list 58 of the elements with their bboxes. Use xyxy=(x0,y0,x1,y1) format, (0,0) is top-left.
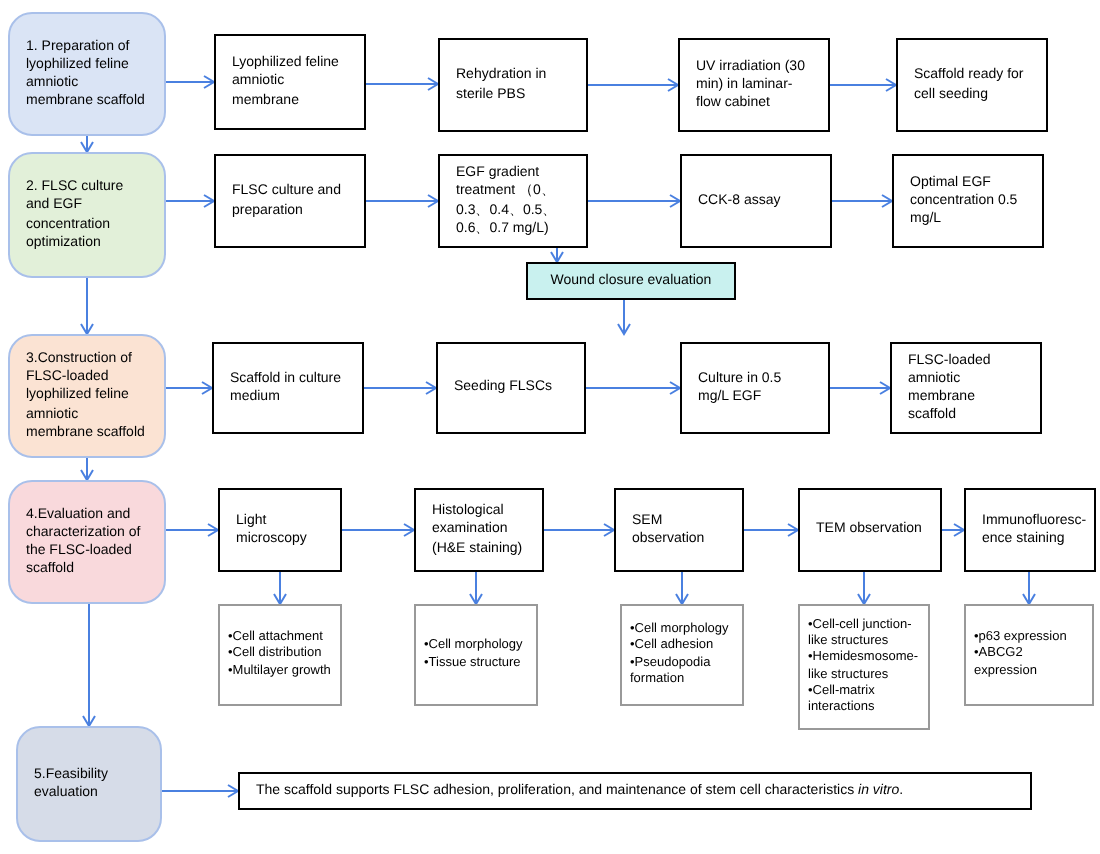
process-box xyxy=(680,154,832,248)
process-box xyxy=(438,38,588,132)
process-box xyxy=(436,342,586,434)
arrow xyxy=(857,571,871,605)
highlight-box xyxy=(526,262,736,300)
process-box xyxy=(438,154,588,248)
arrow xyxy=(585,381,681,395)
arrow xyxy=(550,247,564,263)
process-box xyxy=(414,488,544,572)
arrow xyxy=(543,523,615,537)
stage-box xyxy=(8,480,166,604)
process-box xyxy=(680,342,830,434)
arrow xyxy=(165,523,219,537)
process-box xyxy=(218,488,342,572)
process-box xyxy=(678,38,830,132)
stage-box xyxy=(8,152,166,278)
process-box xyxy=(614,488,744,572)
arrow xyxy=(165,194,215,208)
arrow xyxy=(82,603,96,727)
process-box xyxy=(890,342,1042,434)
process-box xyxy=(892,154,1044,248)
result-list-box xyxy=(620,604,744,706)
stage-box xyxy=(8,334,166,458)
process-box xyxy=(964,488,1096,572)
arrow xyxy=(1022,571,1036,605)
arrow xyxy=(829,78,897,92)
arrow xyxy=(365,194,439,208)
process-box xyxy=(238,772,1032,810)
arrow xyxy=(829,381,891,395)
arrow xyxy=(165,75,215,89)
result-list-box xyxy=(218,604,342,706)
arrow xyxy=(675,571,689,605)
arrow xyxy=(469,571,483,605)
process-box xyxy=(896,38,1048,132)
arrow xyxy=(363,381,437,395)
arrow xyxy=(617,299,631,335)
arrow xyxy=(587,78,679,92)
arrow xyxy=(365,77,439,91)
result-list-box xyxy=(414,604,538,706)
process-box xyxy=(212,342,364,434)
arrow xyxy=(80,457,94,481)
arrow xyxy=(831,194,893,208)
arrow xyxy=(165,381,213,395)
arrow xyxy=(341,523,415,537)
arrow xyxy=(941,523,965,537)
arrow xyxy=(273,571,287,605)
process-box xyxy=(214,34,366,130)
process-box xyxy=(214,154,366,248)
arrow xyxy=(743,523,799,537)
result-list-box xyxy=(798,604,930,730)
stage-box xyxy=(16,726,162,842)
stage-box xyxy=(8,12,166,136)
arrow xyxy=(587,194,681,208)
arrow xyxy=(80,277,94,335)
result-list-box xyxy=(964,604,1094,706)
process-box xyxy=(798,488,942,572)
arrow xyxy=(161,784,239,798)
arrow xyxy=(80,135,94,153)
